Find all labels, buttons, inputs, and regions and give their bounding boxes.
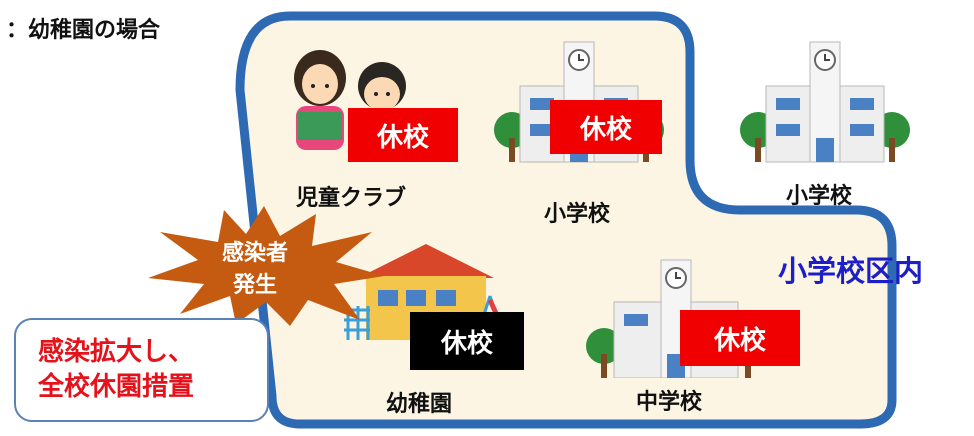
burst-line-1: 感染者 (221, 241, 288, 266)
label-juniorhigh: 中学校 (636, 390, 703, 415)
page-heading: ：幼稚園の場合 (6, 18, 161, 43)
burst-label: 感染者 発生 (200, 238, 310, 302)
burst-line-2: 発生 (232, 272, 277, 298)
closed-badge-kindergarten: 休校 (410, 312, 524, 370)
closed-badge-childclub: 休校 (348, 108, 458, 162)
label-kindergarten: 幼稚園 (386, 392, 453, 417)
closed-badge-school-a: 休校 (550, 100, 662, 154)
label-childclub: 児童クラブ (296, 186, 407, 211)
measure-callout: 感染拡大し、 全校休園措置 (14, 318, 269, 422)
infection-burst (148, 206, 384, 326)
callout-line-2: 全校休園措置 (38, 372, 195, 402)
callout-line-1: 感染拡大し、 (38, 336, 195, 367)
district-label: 小学校区内 (778, 254, 924, 288)
label-school-b: 小学校 (786, 184, 853, 209)
closed-badge-juniorhigh: 休校 (680, 310, 800, 366)
school-building-illustration (740, 41, 910, 163)
label-school-a: 小学校 (544, 202, 611, 227)
